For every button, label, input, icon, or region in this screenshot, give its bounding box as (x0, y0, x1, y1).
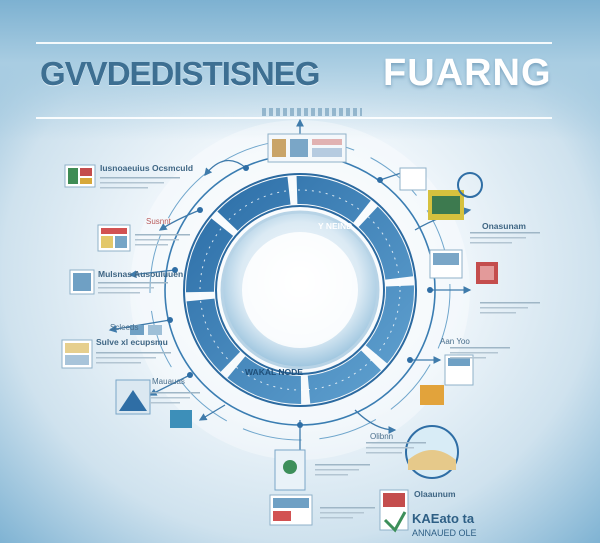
text-block (480, 300, 540, 314)
header-band (0, 0, 600, 140)
thumb-bottom-2 (379, 489, 409, 533)
text-block (96, 350, 171, 364)
ring-edge-outer (183, 173, 417, 407)
thumb-left-5 (115, 379, 192, 428)
subtitle-strip (262, 108, 362, 116)
header-rule-top (36, 42, 552, 44)
node-label: Mauauas (152, 377, 185, 386)
thumb-right-1 (399, 167, 483, 220)
node-label: ANNAUED OLE (412, 528, 477, 538)
text-block (320, 505, 375, 519)
node-dots (167, 152, 433, 428)
thumb-left-4 (61, 339, 93, 369)
thumb-top (267, 133, 347, 163)
text-block (450, 345, 510, 359)
node-label: Scleeds (110, 323, 139, 332)
page-title: GVVDEDISTISNEG (40, 55, 320, 92)
thumb-left-6 (130, 325, 162, 335)
text-block (100, 175, 180, 189)
hub-core (242, 232, 358, 348)
node-label: Olibnn (370, 432, 394, 441)
node-label: Sulve xl ecupsmu (96, 338, 168, 347)
text-block (366, 440, 426, 454)
text-block (135, 232, 190, 246)
node-label: Iusnoaeuius Ocsmculd (100, 164, 194, 173)
ring-ticks (199, 189, 401, 391)
thumb-right-3 (420, 354, 474, 405)
thumb-left-2 (97, 224, 131, 252)
text-block (150, 390, 200, 404)
node-label: Mulsnas Ausouluuen (98, 270, 184, 279)
thumb-left-3 (69, 269, 95, 295)
ring-edge-inner (215, 205, 385, 375)
page-title-accent: FUARNG (383, 52, 552, 94)
node-label: Onasunam (482, 222, 526, 231)
text-block (98, 280, 168, 294)
node-label: Susnnt (146, 217, 171, 226)
text-block (315, 462, 370, 476)
node-label: KAEato ta (412, 512, 475, 526)
thumb-right-2 (429, 249, 498, 284)
ring-label-top: Y NEIND (318, 222, 353, 231)
ring-label-bottom: WAKAL NODE (245, 368, 303, 377)
node-label: Olaaunum (414, 490, 456, 499)
thumb-bottom-1 (269, 449, 313, 526)
text-block (470, 230, 540, 244)
thumb-left-1 (64, 164, 96, 188)
node-label: Aan Yoo (440, 337, 470, 346)
thumb-right-4 (405, 425, 459, 479)
header-rule-bottom (36, 117, 552, 119)
